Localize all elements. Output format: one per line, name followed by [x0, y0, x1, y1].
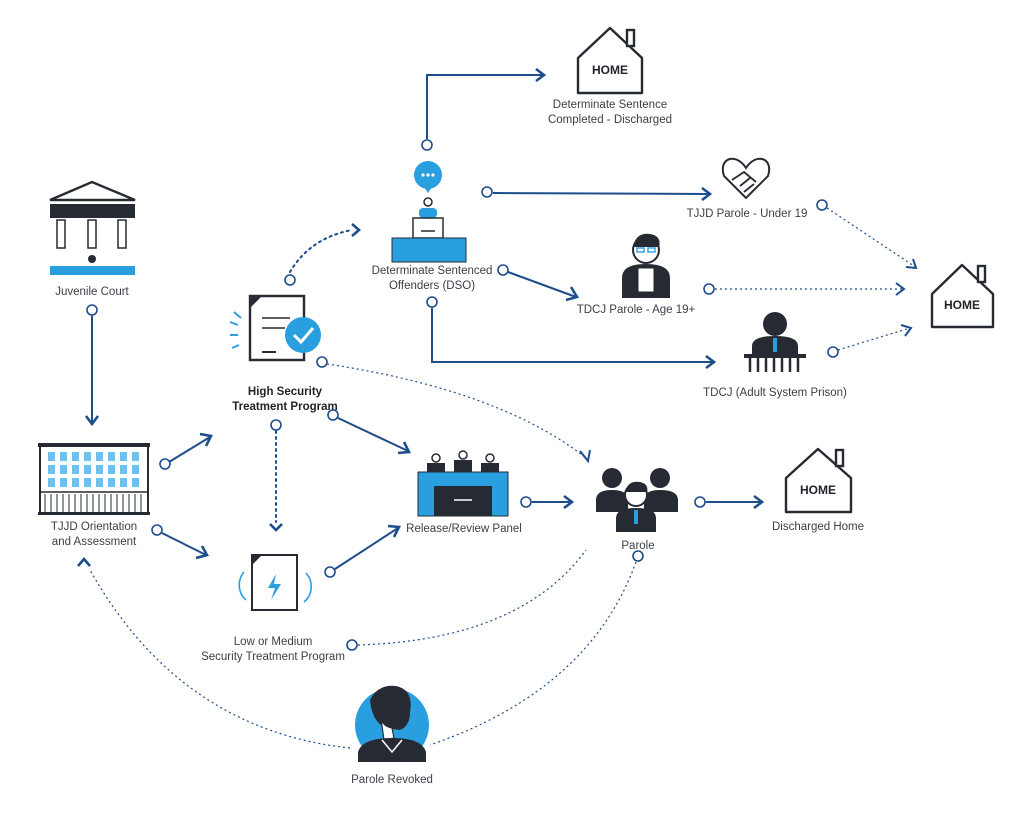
dso-node: Determinate Sentenced Offenders (DSO)	[372, 161, 493, 292]
determinate-complete-label-2: Completed - Discharged	[548, 114, 672, 126]
low-medium-label-2: Security Treatment Program	[201, 651, 345, 663]
dso-label-2: Offenders (DSO)	[389, 280, 475, 292]
tjjd-orientation-label-2: and Assessment	[52, 536, 137, 548]
home-right-node: HOME	[930, 263, 995, 329]
document-check-icon	[229, 294, 321, 362]
home-text: HOME	[800, 483, 836, 497]
tdcj-parole-node: TDCJ Parole - Age 19+	[577, 233, 696, 316]
tdcj-prison-label: TDCJ (Adult System Prison)	[703, 387, 847, 399]
high-security-label-1: High Security	[248, 386, 323, 398]
discharged-home-label: Discharged Home	[772, 521, 864, 533]
low-medium-label-1: Low or Medium	[234, 636, 313, 648]
low-medium-security-node: Low or Medium Security Treatment Program	[201, 554, 345, 663]
parole-revoked-node: Parole Revoked	[351, 685, 433, 786]
parole-revoked-label: Parole Revoked	[351, 774, 433, 786]
person-profile-icon	[355, 685, 429, 762]
dso-label-1: Determinate Sentenced	[372, 265, 493, 277]
release-panel-label: Release/Review Panel	[406, 523, 522, 535]
courthouse-icon	[49, 180, 136, 275]
prisoner-behind-bars-icon	[744, 312, 806, 372]
tjjd-parole-node: TJJD Parole - Under 19	[687, 157, 808, 220]
tjjd-orientation-node: TJJD Orientation and Assessment	[38, 443, 150, 548]
discharged-home-node: HOME Discharged Home	[772, 447, 864, 533]
speaker-podium-icon	[391, 161, 467, 263]
tdcj-parole-label: TDCJ Parole - Age 19+	[577, 304, 696, 316]
connectors	[77, 67, 918, 749]
review-panel-icon	[417, 450, 509, 517]
home-icon: HOME	[930, 263, 995, 329]
release-panel-node: Release/Review Panel	[406, 450, 522, 535]
person-glasses-icon	[622, 233, 670, 298]
high-security-label-2: Treatment Program	[232, 401, 337, 413]
document-lightning-icon	[238, 554, 313, 611]
home-icon: HOME	[784, 447, 853, 514]
high-security-node: High Security Treatment Program	[229, 294, 338, 413]
juvenile-court-label: Juvenile Court	[55, 286, 129, 298]
determinate-complete-label-1: Determinate Sentence	[553, 99, 667, 111]
parole-label: Parole	[621, 540, 654, 552]
facility-building-icon	[38, 443, 150, 515]
handshake-icon	[721, 157, 771, 200]
juvenile-court-node: Juvenile Court	[49, 180, 136, 298]
tjjd-parole-label: TJJD Parole - Under 19	[687, 208, 808, 220]
tjjd-orientation-label-1: TJJD Orientation	[51, 521, 137, 533]
determinate-complete-node: HOME Determinate Sentence Completed - Di…	[548, 26, 672, 126]
parole-node: Parole	[596, 468, 678, 552]
group-people-icon	[596, 468, 678, 532]
home-text: HOME	[944, 298, 980, 312]
tdcj-prison-node: TDCJ (Adult System Prison)	[703, 312, 847, 399]
home-text: HOME	[592, 63, 628, 77]
home-icon: HOME	[576, 26, 644, 95]
